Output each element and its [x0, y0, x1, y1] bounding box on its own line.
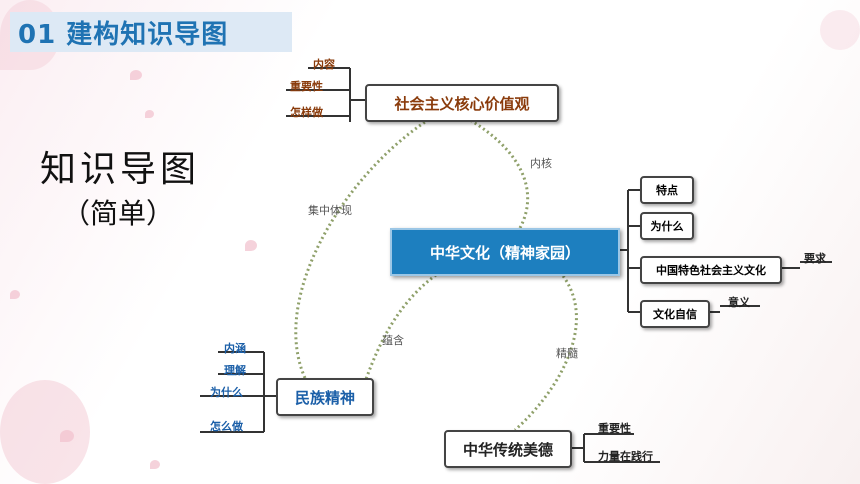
edge-label-left-down: 蕴含 — [382, 334, 404, 347]
leaf-top-2: 怎样做 — [290, 106, 323, 119]
side-title: 知识导图 — [40, 149, 201, 190]
section-header: 01 建构知识导图 — [10, 12, 292, 52]
node-right-1[interactable]: 为什么 — [640, 212, 694, 240]
edge-label-bottom: 精髓 — [556, 347, 578, 360]
leaf-left-3: 怎么做 — [210, 420, 243, 433]
edge-center-to-bottom — [514, 271, 578, 432]
edge-label-top: 内核 — [530, 157, 552, 170]
node-center[interactable]: 中华文化（精神家园） — [390, 228, 620, 276]
node-traditional-virtues[interactable]: 中华传统美德 — [444, 430, 572, 468]
leaf-bottom-1: 力量在践行 — [598, 450, 653, 463]
node-core-values[interactable]: 社会主义核心价值观 — [365, 84, 559, 122]
leaf-right-2: 要求 — [804, 252, 826, 265]
side-subtitle: （简单） — [62, 197, 175, 230]
edge-left-to-top — [294, 120, 426, 379]
leaf-right-3: 意义 — [728, 296, 750, 309]
node-right-3[interactable]: 文化自信 — [640, 300, 710, 328]
leaf-top-0: 内容 — [313, 58, 335, 71]
section-title: 01 建构知识导图 — [18, 19, 229, 50]
edge-center-to-left — [363, 270, 441, 383]
edge-center-to-top — [469, 118, 530, 229]
leaf-top-1: 重要性 — [290, 80, 323, 93]
edge-label-left-up: 集中体现 — [308, 204, 352, 217]
leaf-left-2: 为什么 — [210, 386, 243, 399]
node-right-2[interactable]: 中国特色社会主义文化 — [640, 256, 782, 284]
node-national-spirit[interactable]: 民族精神 — [276, 378, 374, 416]
node-right-0[interactable]: 特点 — [640, 176, 694, 204]
leaf-left-0: 内涵 — [224, 342, 246, 355]
leaf-bottom-0: 重要性 — [598, 422, 631, 435]
leaf-left-1: 理解 — [224, 364, 246, 377]
